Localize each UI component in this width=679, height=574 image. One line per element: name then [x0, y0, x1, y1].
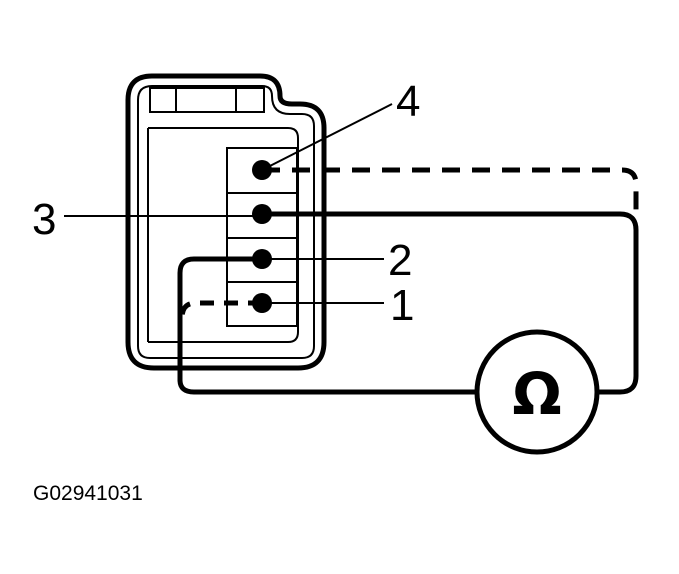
pin-label-2: 2 — [388, 236, 412, 285]
connector-outer-shell — [125, 73, 327, 371]
connector-inner-shell — [137, 85, 315, 359]
connector-latch — [149, 87, 265, 113]
ohmmeter-symbol: Ω — [512, 360, 561, 428]
meter-lead-pin-2 — [177, 256, 477, 395]
leader-line-pin-4 — [261, 103, 393, 171]
pin-label-3: 3 — [32, 195, 56, 244]
connector-body — [148, 127, 299, 343]
pin-label-1: 1 — [390, 281, 414, 330]
pin-label-4: 4 — [396, 77, 420, 126]
meter-lead-pin-3 — [262, 211, 639, 395]
alternate-lead-pin-4 — [262, 167, 639, 214]
figure-code: G02941031 — [33, 482, 143, 505]
alternate-lead-pin-1 — [179, 300, 262, 319]
